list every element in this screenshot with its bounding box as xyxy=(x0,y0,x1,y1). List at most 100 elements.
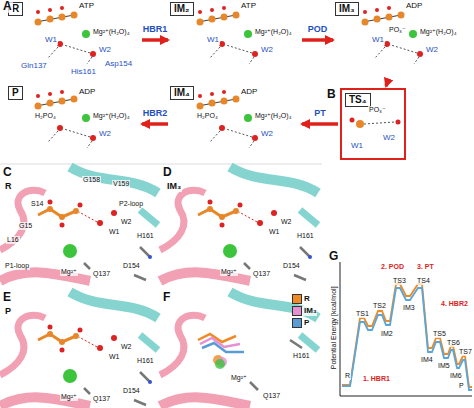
text-label: H₂PO₄ xyxy=(196,112,219,120)
text-label: Mg²⁺ xyxy=(60,393,78,401)
legend-text: IM₃ xyxy=(304,307,317,316)
text-label: ATP xyxy=(240,2,257,11)
state-scheme: IM₂ xyxy=(170,2,300,78)
text-label: D154 xyxy=(122,387,141,395)
text-label: W1 xyxy=(268,228,281,236)
text-label: V159 xyxy=(112,180,130,188)
phosphorus-atom xyxy=(356,120,364,128)
protein-ribbons xyxy=(160,292,318,406)
text-label: ATP xyxy=(78,2,95,11)
text-label: Mg²⁺(H₂O)₄ xyxy=(254,28,293,36)
text-label: W2 xyxy=(120,343,133,351)
text-label: P xyxy=(458,382,465,390)
energy-profile-line xyxy=(342,288,472,390)
text-label: S14 xyxy=(30,200,44,208)
panel-letter: 4. HBR2 xyxy=(440,300,469,308)
reaction-arrow xyxy=(386,80,388,86)
protein-ribbons xyxy=(0,167,158,281)
text-label: W2 xyxy=(280,218,293,226)
text-label: Q137 xyxy=(262,392,281,400)
panel-letter: 1. HBR1 xyxy=(362,375,391,383)
text-label: W1 xyxy=(206,36,220,45)
text-label: H161 xyxy=(136,357,155,365)
state-label: IM₄ xyxy=(170,86,194,100)
panel-letter: D xyxy=(162,166,173,179)
text-label: PO₃⁻ xyxy=(388,26,407,34)
reaction-arrow xyxy=(142,38,168,42)
text-label: IM4 xyxy=(420,356,434,364)
text-label: PO₃⁻ xyxy=(368,106,387,114)
text-label: D154 xyxy=(282,262,301,270)
text-label: IM3 xyxy=(402,304,416,312)
text-label: W1 xyxy=(108,228,121,236)
step-label: HBR2 xyxy=(142,109,169,119)
p-state-sticks xyxy=(202,343,244,352)
text-label: TS1 xyxy=(355,310,370,318)
panel-letter: E xyxy=(2,291,12,304)
text-label: Q137 xyxy=(92,395,111,403)
text-label: Mg²⁺(H₂O)₄ xyxy=(419,28,458,36)
text-label: W1 xyxy=(350,142,364,151)
text-label: TS4 xyxy=(416,277,431,285)
text-label: Mg²⁺ xyxy=(220,268,238,276)
panel-letter: 3. PT xyxy=(416,263,435,271)
state-label: P xyxy=(8,86,23,100)
x-axis xyxy=(340,396,472,397)
text-label: Potential Energy [kcal/mol] xyxy=(329,286,337,371)
text-label: TS5 xyxy=(432,330,447,338)
text-label: Q137 xyxy=(92,270,111,278)
oxygen-atom xyxy=(396,120,401,125)
text-label: R xyxy=(344,372,351,380)
text-label: H161 xyxy=(136,232,155,240)
state-label: IM₃ xyxy=(335,2,359,16)
panel-letter: G xyxy=(328,250,339,263)
text-label: P2-loop xyxy=(118,200,144,208)
state-label: TS₄ xyxy=(345,93,371,107)
proton-path xyxy=(364,122,395,124)
panel-letter: F xyxy=(162,291,171,304)
panel-letter: C xyxy=(2,166,13,179)
text-label: ADP xyxy=(405,2,423,11)
text-label: ADP xyxy=(240,88,258,97)
active-site-atoms xyxy=(38,200,152,281)
text-label: H161 xyxy=(292,352,311,360)
text-label: W2 xyxy=(98,46,112,55)
state-scheme: IM₃ xyxy=(335,2,469,78)
histidine-sticks xyxy=(290,340,302,348)
text-label: TS6 xyxy=(446,339,461,347)
panel-letter: IM₃ xyxy=(166,182,182,192)
text-label: W1 xyxy=(371,36,385,45)
reaction-arrow xyxy=(302,122,338,126)
text-label: Mg²⁺(H₂O)₄ xyxy=(92,28,131,36)
text-label: L16 xyxy=(6,236,20,244)
text-label: ADP xyxy=(78,88,96,97)
scheme-sketch xyxy=(197,90,259,148)
text-label: G15 xyxy=(18,222,33,230)
scheme-sketch xyxy=(35,6,97,64)
text-label: TS3 xyxy=(392,277,407,285)
panel-letter: B xyxy=(326,88,337,101)
text-label: W2 xyxy=(260,46,274,55)
text-label: Q137 xyxy=(252,270,271,278)
legend-swatch xyxy=(292,294,302,304)
reaction-arrow xyxy=(302,38,333,42)
text-label: Mg²⁺(H₂O)₄ xyxy=(254,112,293,120)
text-label: IM5 xyxy=(437,362,451,370)
text-label: IM2 xyxy=(380,330,394,338)
panel-letter: 2. POD xyxy=(380,263,405,271)
protein-ribbons xyxy=(0,292,158,406)
step-label: HBR1 xyxy=(142,25,169,35)
text-label: W2 xyxy=(120,218,133,226)
legend-swatch xyxy=(292,306,302,316)
active-site-atoms xyxy=(38,325,152,406)
legend-text: P xyxy=(304,319,309,328)
text-label: IM6 xyxy=(449,372,463,380)
text-label: W2 xyxy=(382,134,396,143)
legend-entry: R xyxy=(292,294,310,304)
active-site-atoms xyxy=(198,200,312,281)
text-label: W2 xyxy=(98,130,112,139)
text-label: H₂PO₄ xyxy=(34,112,57,120)
